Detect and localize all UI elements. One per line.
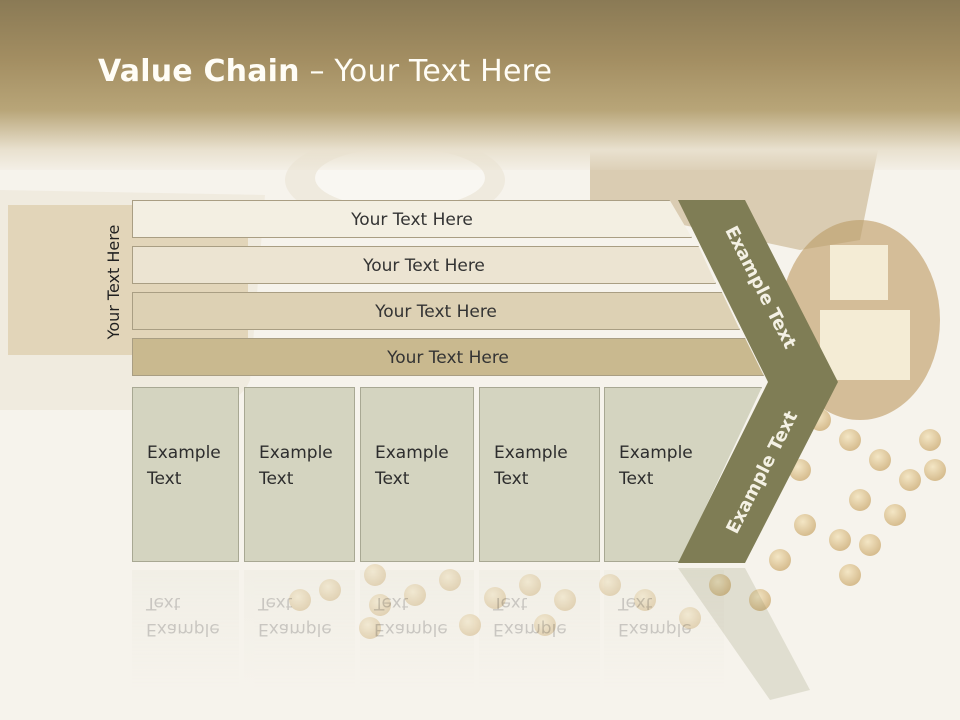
cell-5-reflection-line2: Text [618,593,653,613]
cell-4-reflection-line1: Example [493,619,567,639]
row-4-label: Your Text Here [387,348,509,368]
cell-4-reflection-line2: Text [493,593,528,613]
cell-1-reflection-line1: Example [146,619,220,639]
side-label: Your Text Here [104,224,123,340]
cell-4-reflection: Example Text [479,570,600,690]
row-3-label: Your Text Here [375,302,497,322]
cell-2-line2: Text [259,469,294,489]
cell-3-line1: Example [375,443,449,463]
cell-3-reflection-line2: Text [374,593,409,613]
cell-1-line1: Example [147,443,221,463]
cell-2-reflection-line2: Text [258,593,293,613]
cell-1-line2: Text [147,469,182,489]
cell-2-reflection: Example Text [244,570,355,690]
cell-4-line1: Example [494,443,568,463]
cell-2-reflection-line1: Example [258,619,332,639]
cell-5-line1: Example [619,443,693,463]
row-4: Your Text Here [132,338,764,376]
cell-4-line2: Text [494,469,529,489]
row-2-label: Your Text Here [363,256,485,276]
cell-2-line1: Example [259,443,333,463]
cell-1-reflection-line2: Text [146,593,181,613]
row-1-label: Your Text Here [351,210,473,230]
cell-5-reflection-line1: Example [618,619,692,639]
title-rest: – Your Text Here [299,54,553,89]
title-band [0,0,960,170]
cell-3-line2: Text [375,469,410,489]
cell-5-reflection: Example Text [604,570,724,690]
slide-title: Value Chain – Your Text Here [98,54,552,89]
cell-3-reflection: Example Text [360,570,474,690]
cell-1: Example Text [132,387,239,562]
cell-5-line2: Text [619,469,654,489]
cell-4: Example Text [479,387,600,562]
row-3: Your Text Here [132,292,740,330]
cell-1-reflection: Example Text [132,570,239,690]
row-1: Your Text Here [132,200,692,238]
title-bold: Value Chain [98,54,300,89]
cell-3-reflection-line1: Example [374,619,448,639]
cell-3: Example Text [360,387,474,562]
row-2: Your Text Here [132,246,716,284]
cell-2: Example Text [244,387,355,562]
